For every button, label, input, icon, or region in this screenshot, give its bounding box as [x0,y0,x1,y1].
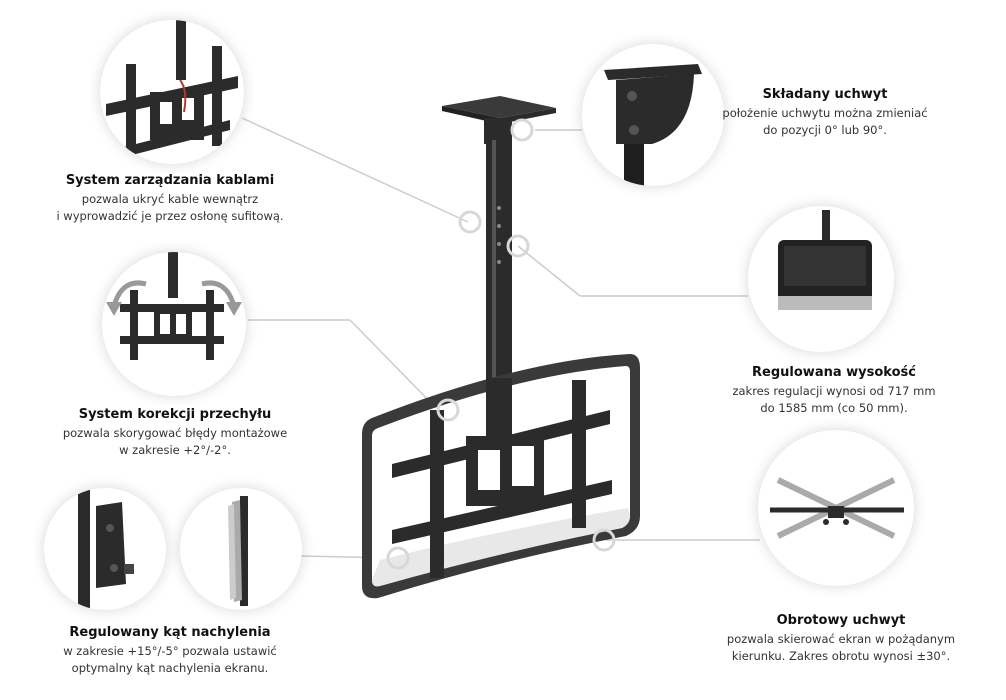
tilt-correction-title: System korekcji przechyłu [78,407,272,422]
folding-mount-line-2: do pozycji 0° lub 90°. [763,123,887,137]
cable-management-caption: System zarządzania kablami pozwala ukryć… [40,172,300,225]
ceiling-plate [442,96,556,144]
telescopic-pole [486,140,512,380]
folding-mount-image [582,44,724,186]
height-adjustment-line-2: do 1585 mm (co 50 mm). [760,401,908,415]
folding-mount-title: Składany uchwyt [762,87,888,102]
swivel-mount-line-2: kierunku. Zakres obrotu wynosi ±30°. [731,649,951,663]
cable-management-image [100,20,244,164]
height-adjustment-image [748,206,894,352]
tilt-angle-bracket-image [44,488,166,610]
swivel-mount-caption: Obrotowy uchwyt pozwala skierować ekran … [706,612,976,665]
height-adjustment-title: Regulowana wysokość [752,365,916,380]
cable-management-title: System zarządzania kablami [65,173,275,188]
highlight-rings [386,118,616,570]
tilt-correction-caption: System korekcji przechyłu pozwala skoryg… [40,406,310,459]
tilt-angle-line-1: w zakresie +15°/-5° pozwala ustawić [63,644,277,658]
tilt-correction-line-2: w zakresie +2°/-2°. [119,443,231,457]
swivel-mount-title: Obrotowy uchwyt [776,613,906,628]
curved-arrow-left-icon [106,280,147,316]
swivel-mount-image [758,430,914,586]
cable-management-line-2: i wyprowadzić je przez osłonę sufitową. [56,209,284,223]
tilt-angle-profile-image [180,488,302,610]
height-adjustment-caption: Regulowana wysokość zakres regulacji wyn… [704,364,964,417]
swivel-mount-line-1: pozwala skierować ekran w pożądanym [726,632,956,646]
tilt-angle-title: Regulowany kąt nachylenia [69,625,271,640]
folding-mount-line-1: położenie uchwytu można zmieniać [722,106,928,120]
tilt-angle-caption: Regulowany kąt nachylenia w zakresie +15… [30,624,310,677]
curved-arrow-right-icon [201,280,242,316]
tilt-correction-line-1: pozwala skorygować błędy montażowe [62,426,288,440]
cable-management-line-1: pozwala ukryć kable wewnątrz [81,192,259,206]
folding-mount-caption: Składany uchwyt położenie uchwytu można … [710,86,940,139]
vesa-bracket [392,378,612,578]
height-adjustment-line-1: zakres regulacji wynosi od 717 mm [732,384,936,398]
tilt-angle-line-2: optymalny kąt nachylenia ekranu. [71,661,269,675]
tilt-correction-image [102,252,246,396]
